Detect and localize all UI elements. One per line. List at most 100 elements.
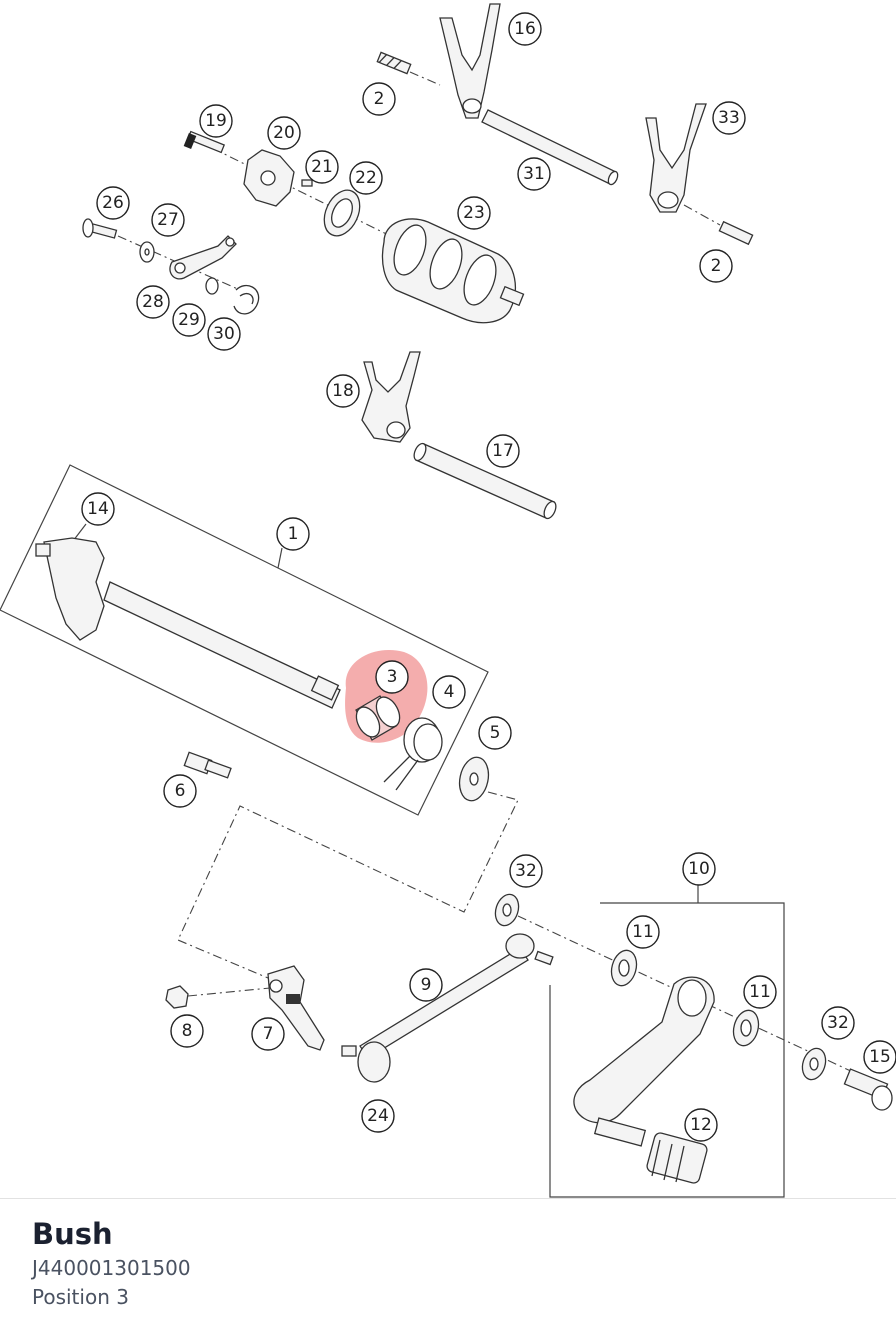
detent-screw-26[interactable] xyxy=(82,218,118,239)
svg-text:19: 19 xyxy=(205,111,227,131)
callout-20[interactable]: 20 xyxy=(267,116,301,150)
svg-text:11: 11 xyxy=(749,982,771,1002)
washer-27[interactable] xyxy=(139,241,155,263)
callout-19[interactable]: 19 xyxy=(199,104,233,138)
svg-text:14: 14 xyxy=(87,499,109,519)
svg-text:18: 18 xyxy=(332,381,354,401)
detent-lever-28[interactable] xyxy=(169,235,237,280)
assembly-frame-1 xyxy=(0,464,489,816)
callout-2-right[interactable]: 2 xyxy=(699,249,733,283)
svg-text:8: 8 xyxy=(182,1021,193,1041)
shift-fork-16[interactable] xyxy=(439,3,501,119)
callout-22[interactable]: 22 xyxy=(349,161,383,195)
svg-text:2: 2 xyxy=(374,89,385,109)
callout-6[interactable]: 6 xyxy=(163,774,197,808)
shift-fork-18[interactable] xyxy=(361,351,421,443)
bush-3[interactable] xyxy=(352,693,405,741)
return-spring-4[interactable] xyxy=(383,717,443,791)
nut-8[interactable] xyxy=(165,985,271,1009)
bolt-15[interactable] xyxy=(843,1068,893,1111)
svg-text:5: 5 xyxy=(490,723,501,743)
bearing-11-left[interactable] xyxy=(608,948,640,989)
shift-drum-23[interactable] xyxy=(381,218,525,324)
callout-32-left[interactable]: 32 xyxy=(509,854,543,888)
svg-text:15: 15 xyxy=(869,1047,891,1067)
spring-2-right[interactable] xyxy=(718,220,754,246)
callout-4[interactable]: 4 xyxy=(432,675,466,709)
callout-32-right[interactable]: 32 xyxy=(821,1006,855,1040)
bearing-22[interactable] xyxy=(317,184,366,241)
svg-text:12: 12 xyxy=(690,1115,712,1135)
callout-30[interactable]: 30 xyxy=(207,317,241,351)
callout-11-right[interactable]: 11 xyxy=(743,975,777,1009)
callout-11-left[interactable]: 11 xyxy=(626,915,660,949)
callout-23[interactable]: 23 xyxy=(457,196,491,230)
callout-3[interactable]: 3 xyxy=(375,660,409,694)
callout-16[interactable]: 16 xyxy=(508,12,542,46)
callout-33[interactable]: 33 xyxy=(712,101,746,135)
callout-21[interactable]: 21 xyxy=(305,150,339,184)
screw-19[interactable] xyxy=(183,130,226,154)
svg-text:4: 4 xyxy=(444,682,455,702)
link-lever-7[interactable] xyxy=(267,965,325,1051)
callout-12[interactable]: 12 xyxy=(684,1108,718,1142)
callout-24[interactable]: 24 xyxy=(361,1099,395,1133)
part-info-panel: Bush J440001301500 Position 3 xyxy=(32,1214,191,1312)
shift-star-20[interactable] xyxy=(243,149,295,207)
exploded-parts-diagram: 16 2 33 31 2 19 20 21 22 23 26 27 28 29 … xyxy=(0,3,896,1198)
callout-10[interactable]: 10 xyxy=(682,852,716,886)
callout-29[interactable]: 29 xyxy=(172,303,206,337)
bolt-6[interactable] xyxy=(183,751,232,779)
callout-7[interactable]: 7 xyxy=(251,1017,285,1051)
callout-17[interactable]: 17 xyxy=(486,434,520,468)
svg-text:22: 22 xyxy=(355,168,377,188)
svg-text:16: 16 xyxy=(514,19,536,39)
pin-21[interactable] xyxy=(301,179,313,187)
linkage-rod-9[interactable] xyxy=(359,933,554,1059)
callout-28[interactable]: 28 xyxy=(136,285,170,319)
shift-fork-33[interactable] xyxy=(645,103,707,213)
svg-text:6: 6 xyxy=(175,781,186,801)
svg-text:11: 11 xyxy=(632,922,654,942)
callout-31[interactable]: 31 xyxy=(517,157,551,191)
svg-text:24: 24 xyxy=(367,1106,389,1126)
svg-text:2: 2 xyxy=(711,256,722,276)
fork-shaft-31[interactable] xyxy=(481,109,620,186)
callout-1[interactable]: 1 xyxy=(276,517,310,551)
washer-5[interactable] xyxy=(456,755,493,804)
callout-8[interactable]: 8 xyxy=(170,1014,204,1048)
washer-32-right[interactable] xyxy=(799,1045,830,1082)
callout-27[interactable]: 27 xyxy=(151,203,185,237)
svg-text:31: 31 xyxy=(523,164,545,184)
callout-14[interactable]: 14 xyxy=(81,492,115,526)
svg-text:1: 1 xyxy=(288,524,299,544)
washer-32-left[interactable] xyxy=(492,891,523,928)
svg-text:32: 32 xyxy=(827,1013,849,1033)
divider xyxy=(0,1198,896,1199)
spring-30[interactable] xyxy=(233,285,260,315)
svg-text:32: 32 xyxy=(515,861,537,881)
svg-text:27: 27 xyxy=(157,210,179,230)
shift-lever-rubber-12[interactable] xyxy=(646,1132,709,1185)
callout-2-top[interactable]: 2 xyxy=(362,82,396,116)
svg-text:10: 10 xyxy=(688,859,710,879)
bearing-11-right[interactable] xyxy=(730,1008,762,1049)
callout-26[interactable]: 26 xyxy=(96,186,130,220)
callout-15[interactable]: 15 xyxy=(863,1040,896,1074)
svg-text:30: 30 xyxy=(213,324,235,344)
svg-text:17: 17 xyxy=(492,441,514,461)
washer-29[interactable] xyxy=(205,277,219,295)
svg-text:29: 29 xyxy=(178,310,200,330)
callout-9[interactable]: 9 xyxy=(409,968,443,1002)
part-position: Position 3 xyxy=(32,1285,129,1309)
ball-joint-24[interactable] xyxy=(341,1041,391,1083)
shift-shaft-14[interactable] xyxy=(35,537,341,709)
callout-18[interactable]: 18 xyxy=(326,374,360,408)
shift-lever-12[interactable] xyxy=(573,976,715,1147)
svg-text:9: 9 xyxy=(421,975,432,995)
spring-2-top[interactable] xyxy=(376,51,412,75)
fork-shaft-17[interactable] xyxy=(412,442,558,521)
svg-text:20: 20 xyxy=(273,123,295,143)
svg-text:28: 28 xyxy=(142,292,164,312)
callout-5[interactable]: 5 xyxy=(478,716,512,750)
